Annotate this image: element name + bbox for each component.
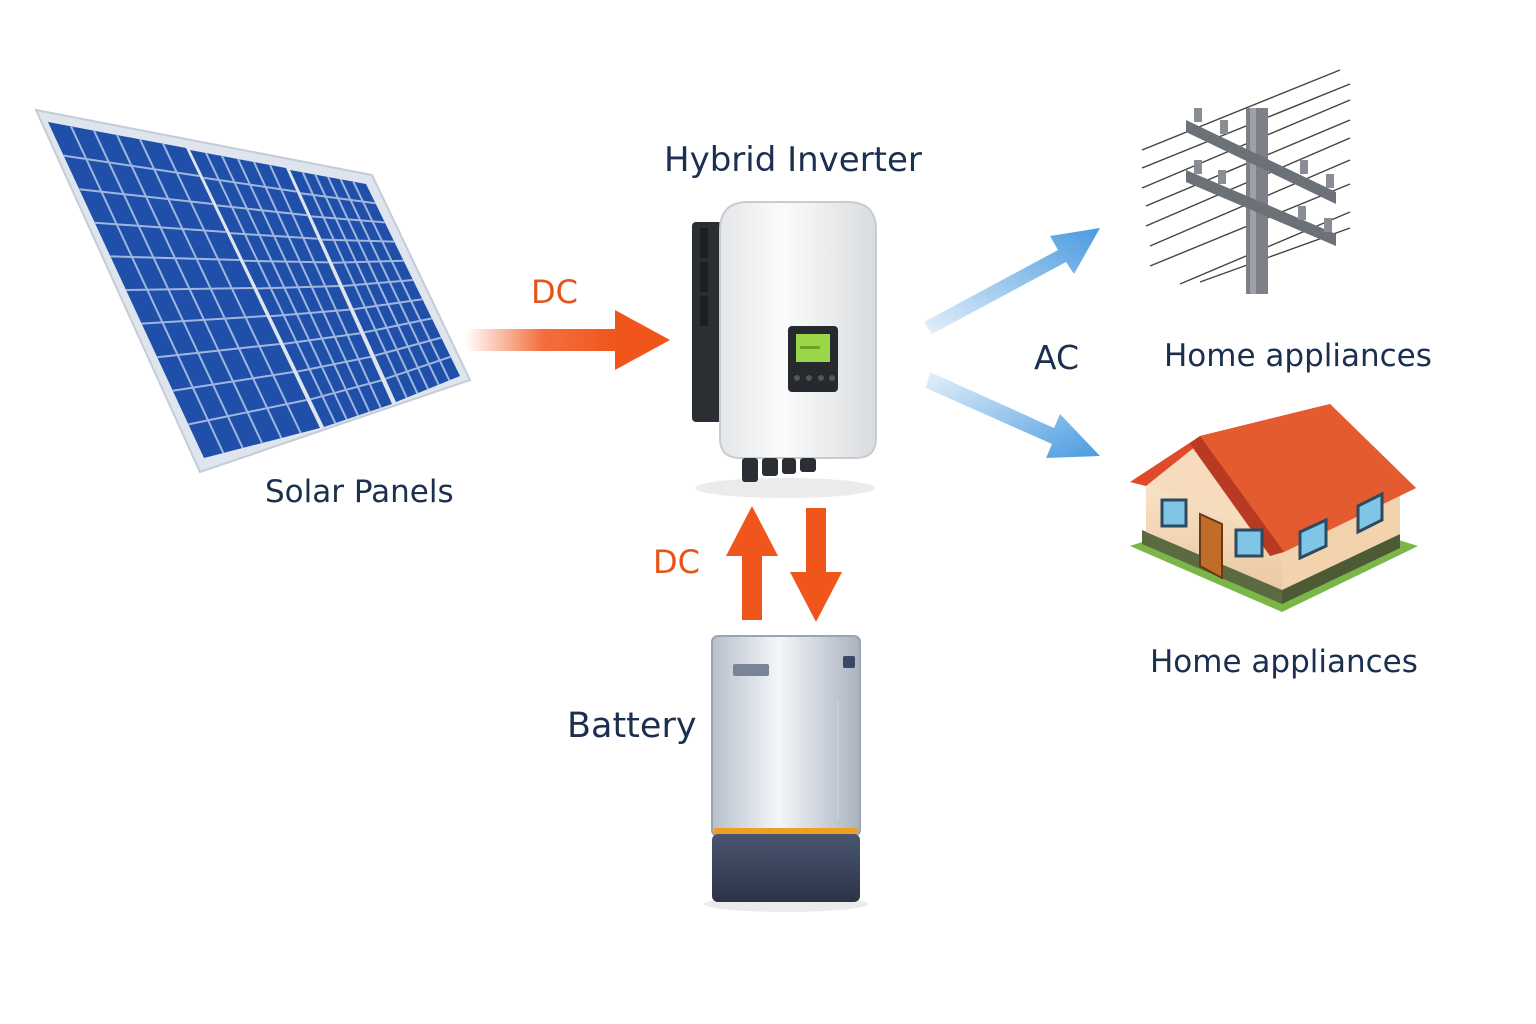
ac-edge-label: AC — [1034, 338, 1080, 377]
dc-arrow-inverter-battery — [726, 506, 842, 622]
utility-pole-icon — [1141, 69, 1351, 294]
solar-panel-icon — [34, 108, 472, 474]
ac-arrow-to-home — [926, 372, 1100, 458]
battery-label: Battery — [567, 706, 697, 746]
dc-edge-label-battery: DC — [653, 543, 700, 581]
home-label: Home appliances — [1150, 644, 1418, 680]
grid-label: Home appliances — [1164, 338, 1432, 374]
inverter-icon — [692, 201, 877, 498]
inverter-label: Hybrid Inverter — [664, 140, 922, 180]
solar-panels-label: Solar Panels — [265, 474, 454, 510]
dc-arrow-solar-to-inverter — [465, 310, 670, 370]
ac-arrow-to-grid — [924, 228, 1100, 334]
house-icon — [1130, 404, 1418, 612]
battery-icon — [704, 635, 868, 912]
dc-edge-label-solar: DC — [531, 273, 578, 311]
